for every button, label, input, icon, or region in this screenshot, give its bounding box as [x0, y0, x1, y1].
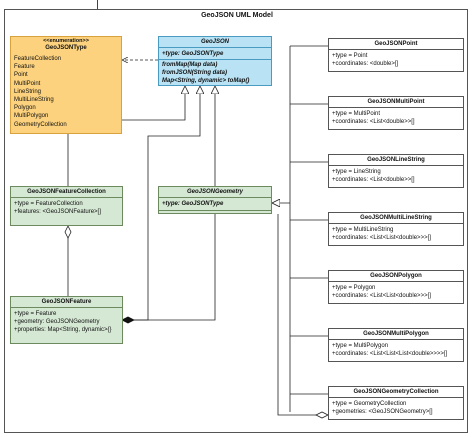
class-attribute: +type = LineString — [332, 169, 381, 175]
class-attribute: +type = FeatureCollection — [14, 201, 83, 207]
enum-value: Polygon — [14, 105, 36, 112]
class-geojson-name: GeoJSON — [159, 37, 271, 48]
inherit-edge-feature-collection — [67, 86, 185, 186]
class-attribute: +coordinates: <List<double>>[] — [332, 119, 415, 125]
class-geometry-collection[interactable]: GeoJSONGeometryCollection +type = Geomet… — [328, 386, 464, 420]
class-geometry[interactable]: GeoJSONGeometry +type: GeoJSONType — [158, 186, 272, 214]
diagram-frame — [4, 9, 468, 433]
class-geometry-name: GeoJSONGeometry — [159, 187, 271, 198]
class-attribute: +type = Point — [332, 53, 368, 59]
aggregation-diamond-hollow — [64, 225, 72, 239]
aggregation-edge-geometries — [277, 214, 320, 416]
enum-value: MultiPoint — [14, 80, 41, 87]
composition-edge-geometry — [122, 214, 216, 321]
class-point-name: GeoJSONPoint — [329, 39, 463, 50]
class-geojson-method: fromJSON(String data) — [162, 70, 228, 76]
class-attribute: +type: GeoJSONType — [162, 201, 224, 207]
enum-value: MultiPolygon — [14, 113, 49, 120]
class-attribute: +type = Polygon — [332, 285, 376, 291]
class-linestring[interactable]: GeoJSONLineString +type = LineString +co… — [328, 154, 464, 188]
class-attribute: +coordinates: <List<List<List<double>>>>… — [332, 351, 448, 357]
enum-value: GeometryCollection — [14, 121, 67, 128]
enum-value: Point — [14, 72, 28, 79]
aggregation-diamond-collection — [315, 411, 329, 419]
class-point[interactable]: GeoJSONPoint +type = Point +coordinates:… — [328, 38, 464, 72]
class-attribute: +type = Feature — [14, 311, 57, 317]
class-geojson-attribute: +type: GeoJSONType — [162, 51, 224, 57]
frame-tab-divider — [97, 0, 98, 10]
enum-stereotype: <<enumeration>> — [43, 38, 89, 44]
class-attribute: +features: <GeoJSONFeature>[] — [14, 209, 101, 215]
class-attribute: +coordinates: <List<double>>[] — [332, 177, 415, 183]
class-attribute: +coordinates: <double>[] — [332, 61, 399, 67]
class-attribute: +type = MultiPoint — [332, 111, 381, 117]
class-multipoint[interactable]: GeoJSONMultiPoint +type = MultiPoint +co… — [328, 96, 464, 130]
class-feature-name: GeoJSONFeature — [11, 297, 122, 308]
class-attribute: +coordinates: <List<List<double>>>[] — [332, 235, 431, 241]
class-feature-collection[interactable]: GeoJSONFeatureCollection +type = Feature… — [10, 186, 123, 226]
enum-name: GeoJSONType — [45, 45, 87, 51]
class-attribute: +type = MultiLineString — [332, 227, 394, 233]
class-multipolygon[interactable]: GeoJSONMultiPolygon +type = MultiPolygon… — [328, 328, 464, 362]
class-attribute: +geometries: <GeoJSONGeometry>[] — [332, 409, 433, 415]
class-multilinestring[interactable]: GeoJSONMultiLineString +type = MultiLine… — [328, 212, 464, 246]
class-geometry-collection-name: GeoJSONGeometryCollection — [329, 387, 463, 398]
class-multilinestring-name: GeoJSONMultiLineString — [329, 213, 463, 224]
class-polygon-name: GeoJSONPolygon — [329, 271, 463, 282]
class-polygon[interactable]: GeoJSONPolygon +type = Polygon +coordina… — [328, 270, 464, 304]
composition-diamond-filled — [121, 316, 135, 324]
class-geojson-method: Map<String, dynamic> toMap() — [162, 78, 250, 84]
diagram-title: GeoJSON UML Model — [201, 12, 273, 19]
enum-geojsontype[interactable]: <<enumeration>> GeoJSONType FeatureColle… — [10, 36, 122, 134]
enum-value: FeatureCollection — [14, 56, 62, 62]
class-attribute: +properties: Map<String, dynamic>{} — [14, 327, 112, 333]
class-attribute: +type = MultiPolygon — [332, 343, 389, 349]
class-geojson-method: fromMap(Map data) — [162, 62, 218, 68]
class-attribute: +type = GeometryCollection — [332, 401, 407, 407]
class-feature[interactable]: GeoJSONFeature +type = Feature +geometry… — [10, 296, 123, 344]
class-multipolygon-name: GeoJSONMultiPolygon — [329, 329, 463, 340]
class-geojson[interactable]: GeoJSON +type: GeoJSONType fromMap(Map d… — [158, 36, 272, 86]
enum-value: MultiLineString — [14, 97, 54, 104]
class-linestring-name: GeoJSONLineString — [329, 155, 463, 166]
enum-value: LineString — [14, 88, 42, 95]
enum-value: Feature — [14, 64, 35, 71]
class-feature-collection-name: GeoJSONFeatureCollection — [11, 187, 122, 198]
class-multipoint-name: GeoJSONMultiPoint — [329, 97, 463, 108]
class-attribute: +geometry: GeoJSONGeometry — [14, 319, 100, 325]
class-attribute: +coordinates: <List<List<double>>>[] — [332, 293, 431, 299]
